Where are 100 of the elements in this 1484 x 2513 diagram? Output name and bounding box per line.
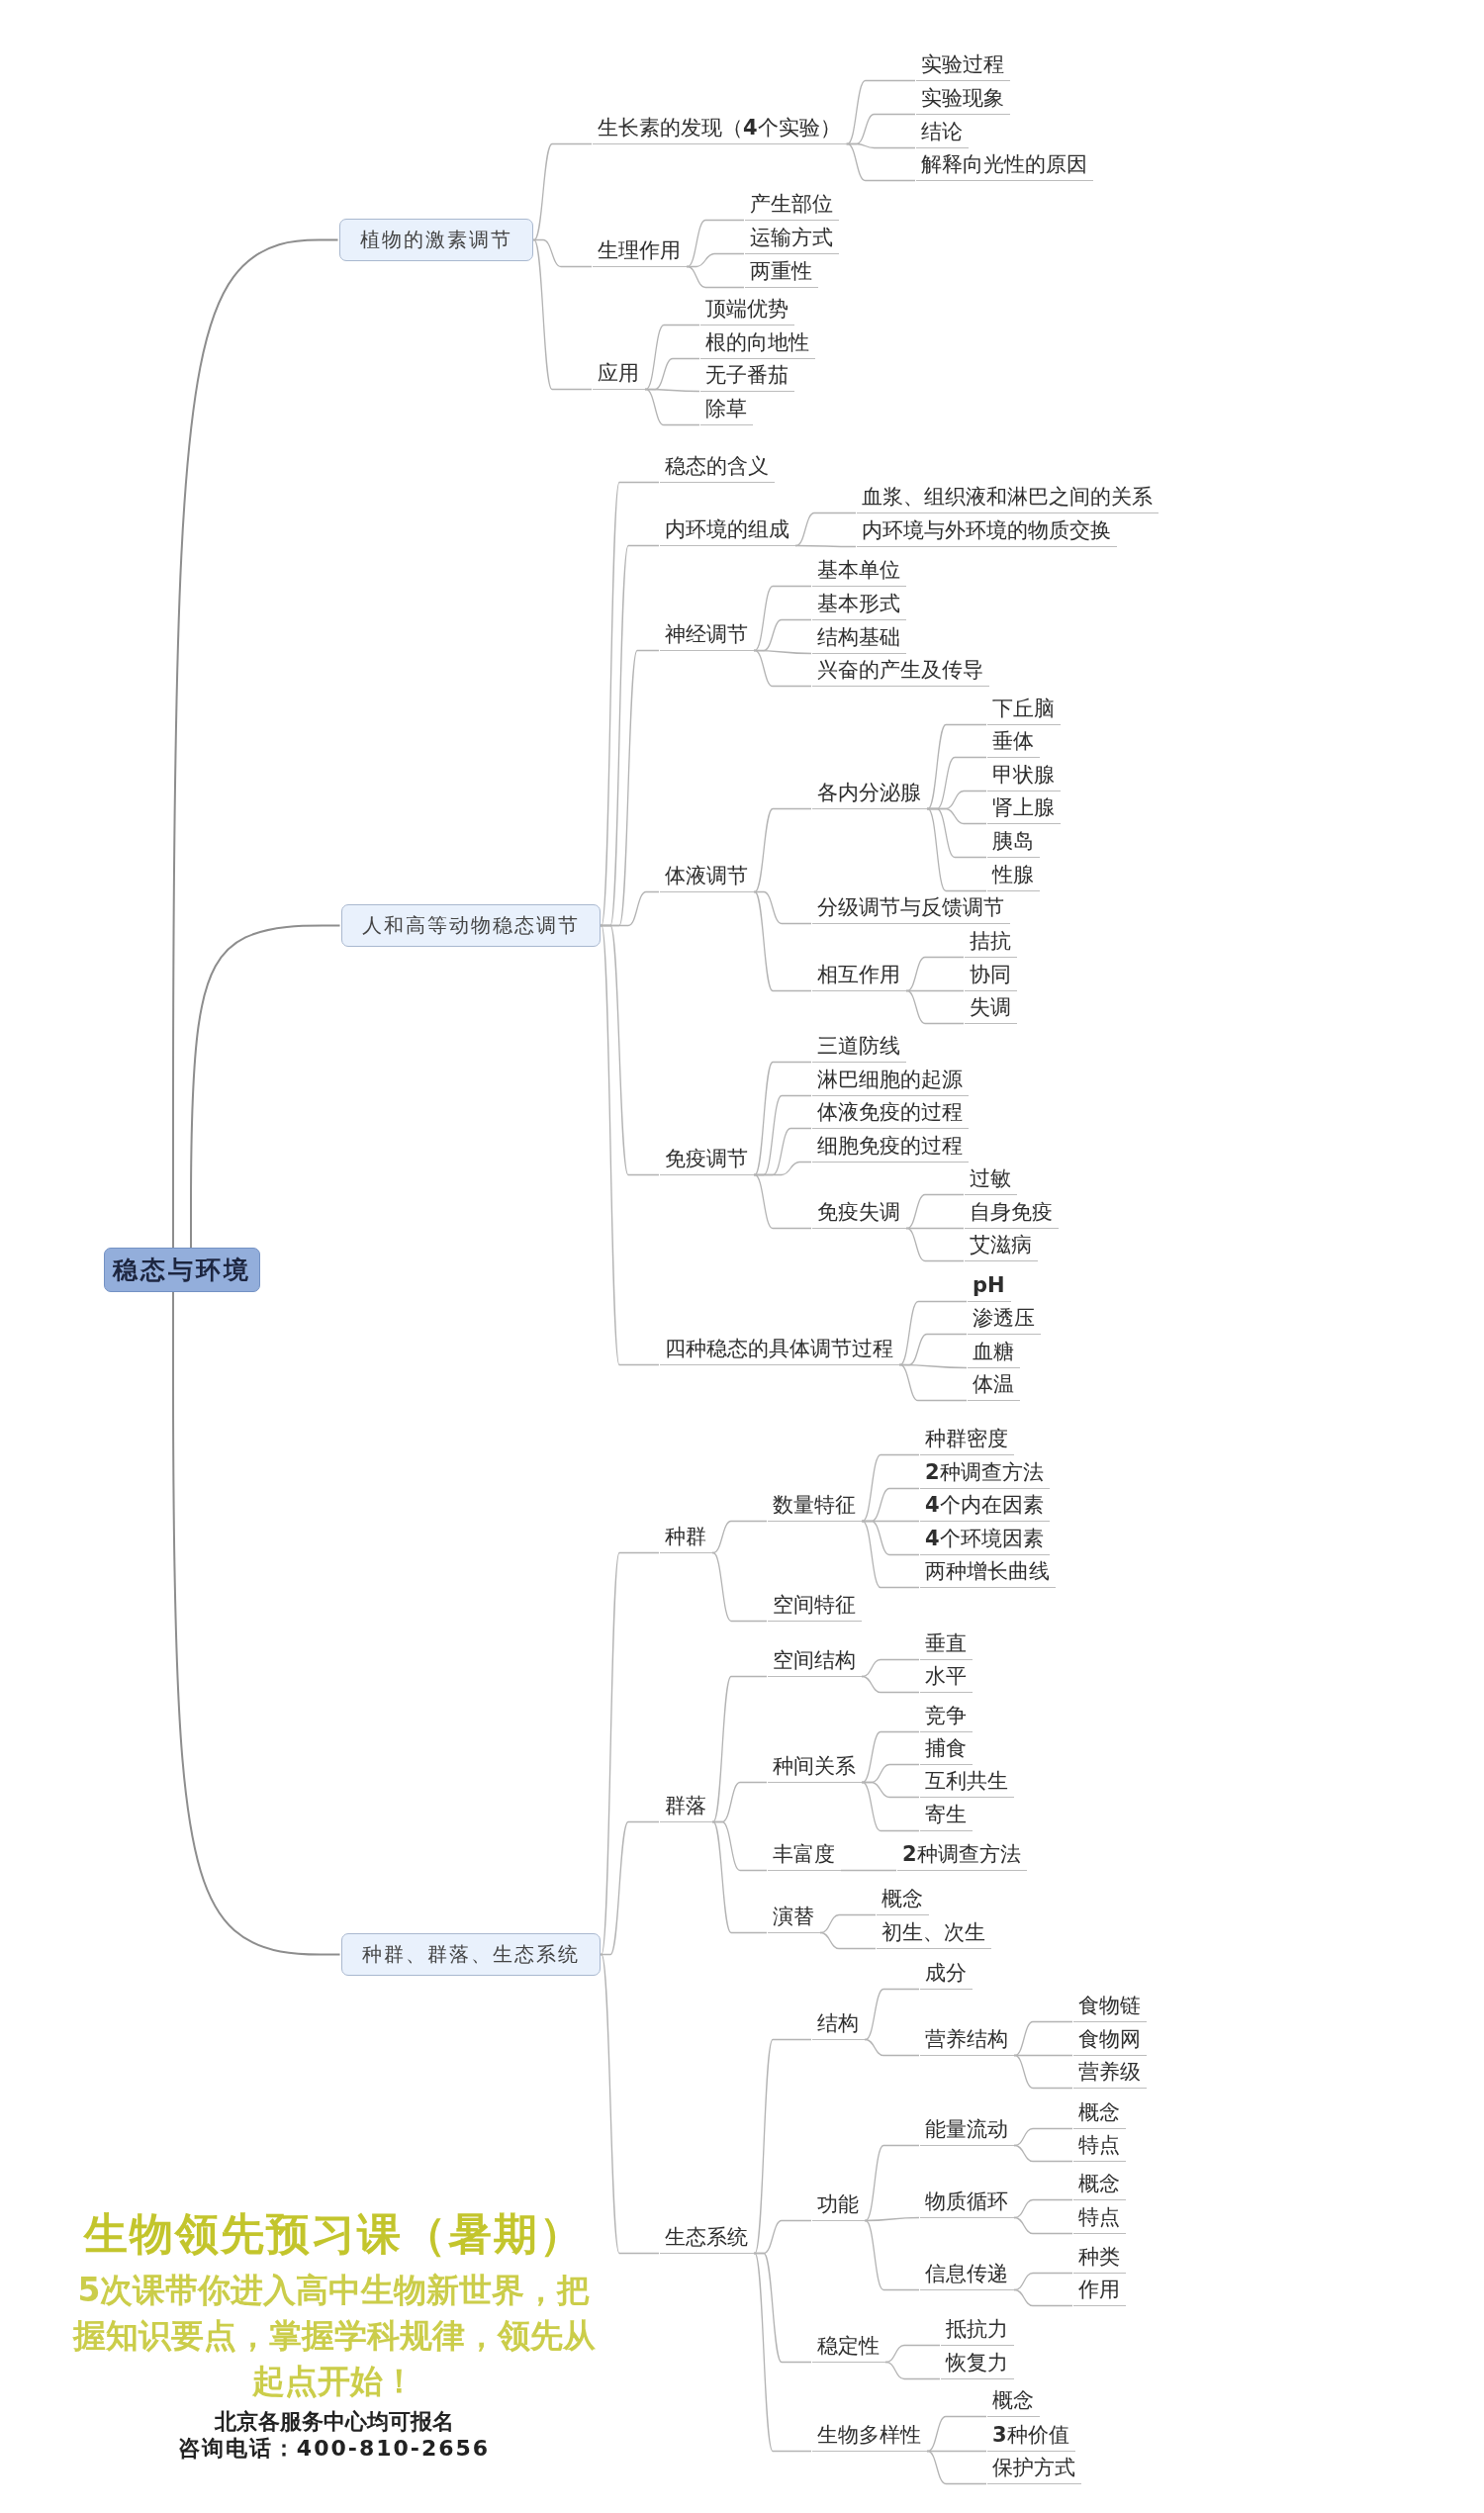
subtopic-label: 群落: [660, 1792, 712, 1822]
branch-line: [753, 649, 812, 688]
branch-line: [898, 1300, 968, 1366]
branch-line: [905, 1193, 965, 1230]
branch-line: [864, 2219, 920, 2291]
branch-line: [1013, 2144, 1073, 2163]
branch-line: [864, 1988, 920, 2041]
subtopic-label: 寄生: [920, 1801, 973, 1831]
branch-line: [861, 1658, 920, 1678]
branch-line: [753, 585, 812, 652]
subtopic-label: 竞争: [920, 1702, 973, 1732]
branch-line: [884, 2361, 941, 2380]
branch-line: [600, 1551, 660, 1956]
branch-line: [644, 324, 700, 391]
branch-line: [711, 1820, 768, 1872]
subtopic-label: 2种调查方法: [897, 1840, 1027, 1871]
subtopic-label: 保护方式: [987, 2454, 1081, 2484]
promo-text: 5次课带你进入高中生物新世界，把握知识要点，掌握学科规律，领先从起点开始！: [71, 2270, 597, 2402]
branch-line: [190, 924, 341, 1249]
subtopic-label: 内环境与外环境的物质交换: [857, 516, 1117, 547]
subtopic-label: 概念: [1073, 2170, 1126, 2200]
subtopic-label: 垂体: [987, 727, 1040, 758]
subtopic-label: 神经调节: [660, 620, 754, 651]
branch-line: [905, 956, 965, 992]
central-topic-box: 稳态与环境: [104, 1248, 260, 1292]
branch-line: [861, 1675, 920, 1694]
branch-line: [1013, 2020, 1073, 2057]
subtopic-label: 初生、次生: [877, 1918, 991, 1949]
branch-line: [840, 1869, 897, 1872]
branch-line: [753, 890, 812, 925]
subtopic-label: 食物链: [1073, 1992, 1147, 2022]
branch-line: [532, 238, 593, 268]
subtopic-label: 生长素的发现（4个实验）: [593, 114, 847, 144]
subtopic-label: 种群: [660, 1523, 712, 1553]
branch-line: [686, 265, 745, 289]
subtopic-label: 空间特征: [768, 1591, 862, 1622]
branch-line: [711, 1820, 768, 1934]
branch-line: [600, 1820, 660, 1956]
subtopic-label: 结构基础: [812, 623, 906, 654]
branch-line: [711, 1520, 768, 1554]
branch-line: [753, 1173, 812, 1230]
subtopic-label: 兴奋的产生及传导: [812, 656, 989, 687]
branch-line: [753, 807, 812, 893]
phone-number: 咨询电话：400-810-2656: [177, 2435, 491, 2462]
branch-line: [861, 1520, 920, 1589]
branch-line: [600, 924, 660, 1366]
subtopic-label: 艾滋病: [965, 1231, 1038, 1261]
branch-line: [926, 2450, 987, 2485]
subtopic-label: 失调: [965, 993, 1017, 1024]
subtopic-label: 顶端优势: [700, 295, 794, 326]
branch-line: [600, 1953, 660, 2255]
subtopic-label: 恢复力: [941, 2349, 1014, 2379]
branch-line: [926, 807, 987, 892]
branch-line: [172, 1291, 341, 1956]
branch-line: [905, 1227, 965, 1262]
subtopic-label: 能量流动: [920, 2115, 1014, 2146]
branch-line: [864, 2144, 920, 2222]
subtopic-label: 概念: [877, 1885, 929, 1915]
branch-line: [753, 2252, 812, 2364]
subtopic-label: 营养结构: [920, 2025, 1014, 2056]
subtopic-label: 稳定性: [812, 2332, 885, 2363]
branch-line: [711, 1675, 768, 1823]
branch-line: [898, 1363, 968, 1402]
subtopic-label: 性腺: [987, 861, 1040, 891]
subtopic-label: 功能: [812, 2190, 865, 2221]
subtopic-label: pH: [968, 1271, 1011, 1302]
subtopic-label: 协同: [965, 961, 1017, 991]
branch-line: [864, 2038, 920, 2057]
branch-line: [926, 807, 987, 859]
subtopic-label: 食物网: [1073, 2025, 1147, 2056]
subtopic-label: 运输方式: [745, 224, 839, 254]
branch-line: [794, 512, 857, 547]
main-topic-box: 人和高等动物稳态调节: [341, 904, 601, 947]
subtopic-label: 互利共生: [920, 1767, 1014, 1798]
subtopic-label: 丰富度: [768, 1840, 841, 1871]
branch-line: [172, 238, 339, 1249]
subtopic-label: 3种价值: [987, 2421, 1075, 2452]
subtopic-label: 除草: [700, 395, 753, 425]
subtopic-label: 实验现象: [916, 84, 1010, 115]
branch-line: [753, 890, 812, 992]
branch-line: [926, 2415, 987, 2453]
subtopic-label: 甲状腺: [987, 761, 1061, 791]
branch-line: [644, 388, 700, 426]
subtopic-label: 根的向地性: [700, 328, 815, 359]
subtopic-label: 稳态的含义: [660, 452, 775, 483]
subtopic-label: 两重性: [745, 257, 818, 288]
promo-heading: 生物领先预习课（暑期）: [83, 2207, 585, 2261]
subtopic-label: 渗透压: [968, 1304, 1041, 1335]
subtopic-label: 水平: [920, 1662, 973, 1693]
main-topic-box: 植物的激素调节: [339, 219, 533, 261]
subtopic-label: 血糖: [968, 1338, 1020, 1368]
branch-line: [753, 2252, 812, 2453]
branch-line: [819, 1913, 877, 1934]
subtopic-label: 拮抗: [965, 927, 1017, 958]
branch-line: [753, 2038, 812, 2255]
branch-line: [532, 142, 593, 241]
subtopic-label: 相互作用: [812, 961, 906, 991]
subtopic-label: 空间结构: [768, 1646, 862, 1677]
subtopic-label: 免疫失调: [812, 1198, 906, 1229]
main-topic-box: 种群、群落、生态系统: [341, 1933, 601, 1976]
